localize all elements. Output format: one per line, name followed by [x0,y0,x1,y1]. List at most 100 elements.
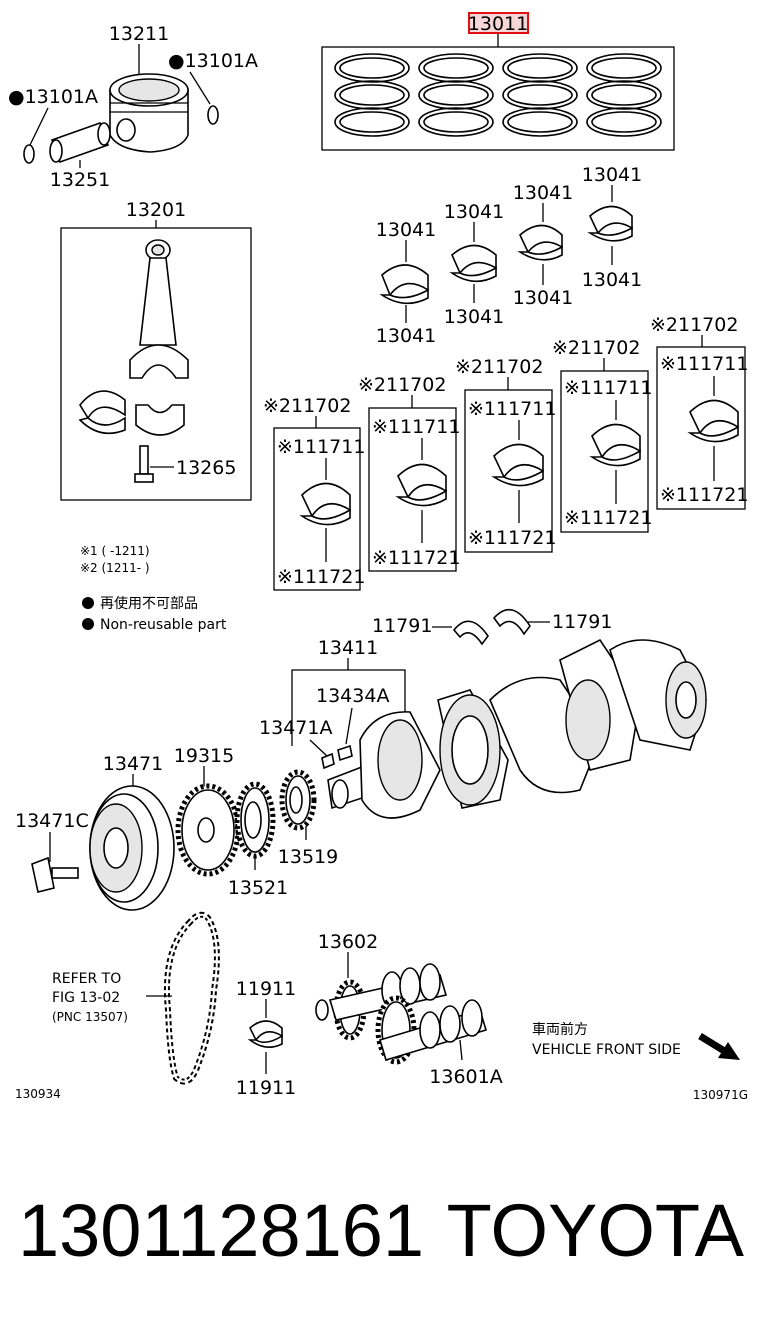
timing-chain-icon [163,911,220,1085]
main-bearing-box [656,346,746,510]
front-side-japanese: 車両前方 [532,1021,588,1038]
legend-english: Non-reusable part [100,617,227,633]
label-crankshaft[interactable]: 13411 [318,637,378,659]
label-main-lower-1[interactable]: ※111721 [277,566,365,588]
label-main-lower-4[interactable]: ※111721 [564,507,652,529]
note-2: ※2 (1211- ) [80,561,150,575]
label-main-upper-5[interactable]: ※111711 [660,353,748,375]
refer-text-3: (PNC 13507) [52,1010,128,1024]
snap-ring-icon [207,105,219,125]
label-main-set-5[interactable]: ※211702 [650,314,738,336]
brand-name: TOYOTA [447,1189,745,1272]
main-bearing-icon [491,443,544,487]
label-main-lower-2[interactable]: ※111721 [372,547,460,569]
label-sprocket-19315[interactable]: 19315 [174,745,234,767]
sprocket-icon [175,783,241,877]
key-icon [337,744,353,762]
note-1: ※1 ( -1211) [80,544,150,558]
cam-bearing-icon [247,1020,283,1048]
label-bearing-4-top[interactable]: 13041 [582,164,642,186]
label-cam-bearing-top[interactable]: 11911 [236,978,296,1000]
thrust-washer-icon [452,620,489,646]
piston-ring-icon [334,53,662,137]
label-main-set-3[interactable]: ※211702 [455,356,543,378]
bullet-icon [82,597,94,609]
piston-icon [109,73,189,153]
conrod-bearing-icon [587,205,633,242]
label-snap-ring-left[interactable]: ●13101A [8,86,98,108]
label-main-upper-3[interactable]: ※111711 [468,398,556,420]
front-arrow-icon [698,1033,740,1060]
label-main-lower-3[interactable]: ※111721 [468,527,556,549]
conrod-bearing-icon [379,264,429,305]
conrod-bearing-icon [449,244,497,283]
label-main-upper-1[interactable]: ※111711 [277,436,365,458]
label-pulley[interactable]: 13471 [103,753,163,775]
label-sprocket-13519[interactable]: 13519 [278,846,338,868]
main-bearing-box [560,370,649,533]
pulley-bolt-icon [31,856,79,893]
label-conrod-bolt[interactable]: 13265 [176,457,236,479]
sprocket-icon [234,781,276,859]
label-bearing-3-bottom[interactable]: 13041 [513,287,573,309]
conrod-bearing-icon [78,390,126,435]
part-number: 1301128161 [18,1189,424,1272]
front-side-english: VEHICLE FRONT SIDE [532,1042,681,1058]
snap-ring-icon [23,144,35,164]
label-bearing-2-top[interactable]: 13041 [444,201,504,223]
main-bearing-box [464,389,553,553]
conrod-cap-icon [135,404,185,436]
label-piston[interactable]: 13211 [109,23,169,45]
main-bearing-icon [687,399,739,443]
label-main-upper-4[interactable]: ※111711 [564,377,652,399]
label-pin[interactable]: 13251 [50,169,110,191]
label-bearing-2-bottom[interactable]: 13041 [444,306,504,328]
main-bearing-icon [589,423,641,467]
label-bearing-1-bottom[interactable]: 13041 [376,325,436,347]
main-bearing-box [368,407,457,572]
camshaft-icon [315,963,448,1041]
main-bearing-icon [299,482,351,526]
label-thrust-right[interactable]: 11791 [552,611,612,633]
refer-text-2: FIG 13-02 [52,990,120,1006]
diagram-code-right: 130971G [693,1088,748,1102]
label-main-upper-2[interactable]: ※111711 [372,416,460,438]
label-thrust-left[interactable]: 11791 [372,615,432,637]
label-sprocket-13521[interactable]: 13521 [228,877,288,899]
label-camshaft-a[interactable]: 13601A [429,1066,502,1088]
label-bearing-4-bottom[interactable]: 13041 [582,269,642,291]
label-camshaft[interactable]: 13602 [318,931,378,953]
key-icon [321,752,335,770]
label-cam-bearing-bottom[interactable]: 11911 [236,1077,296,1099]
label-snap-ring-right[interactable]: ●13101A [168,50,258,72]
diagram-code-left: 130934 [15,1087,61,1101]
label-pulley-bolt[interactable]: 13471C [15,810,89,832]
sprocket-icon [279,769,317,831]
piston-pin-icon [49,121,111,164]
label-main-lower-5[interactable]: ※111721 [660,484,748,506]
label-bearing-1-top[interactable]: 13041 [376,219,436,241]
crank-bracket [291,669,406,746]
main-bearing-box [273,427,361,591]
bullet-icon [82,618,94,630]
legend-japanese: 再使用不可部品 [100,595,198,612]
ring-set-box [321,46,675,151]
label-main-set-2[interactable]: ※211702 [358,374,446,396]
conrod-box [60,227,252,501]
label-main-set-4[interactable]: ※211702 [552,337,640,359]
crank-pulley-icon [89,785,175,911]
refer-text-1: REFER TO [52,971,121,987]
label-key[interactable]: 13471A [259,717,332,739]
conrod-bearing-icon [517,224,563,261]
highlight-box [468,12,529,34]
crankshaft-icon [327,638,707,819]
label-key-box[interactable]: 13434A [316,685,389,707]
label-main-set-1[interactable]: ※211702 [263,395,351,417]
camshaft-icon [375,995,487,1065]
connecting-rod-icon [129,239,189,379]
label-rings-set[interactable]: 13011 [468,13,528,35]
label-bearing-3-top[interactable]: 13041 [513,182,573,204]
label-conrod[interactable]: 13201 [126,199,186,221]
